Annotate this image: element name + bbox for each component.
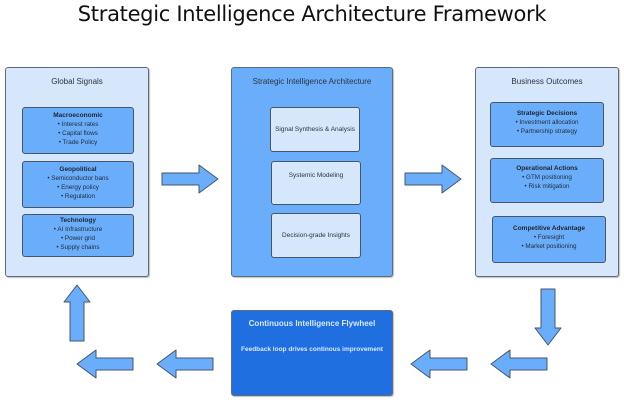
group-title: Geopolitical bbox=[59, 166, 97, 173]
arrow-up-icon bbox=[63, 284, 91, 342]
group-title: Competitive Advantage bbox=[513, 225, 585, 232]
diagram-title: Strategic Intelligence Architecture Fram… bbox=[77, 2, 547, 26]
outcome-group-operational-actions: Operational Actions GTM positioning Risk… bbox=[490, 158, 604, 203]
architecture-title: Strategic Intelligence Architecture bbox=[252, 77, 372, 86]
list-item: Trade Policy bbox=[23, 138, 133, 147]
group-title: Operational Actions bbox=[516, 165, 578, 172]
business-outcomes-panel: Business Outcomes Strategic Decisions In… bbox=[475, 67, 619, 277]
arrow-left-icon bbox=[156, 349, 214, 379]
arrow-left-icon bbox=[490, 349, 548, 379]
list-item: Investment allocation bbox=[491, 118, 603, 127]
list-item: Risk mitigation bbox=[491, 182, 603, 191]
signal-group-macroeconomic: Macroeconomic Interest rates Capital flo… bbox=[22, 107, 134, 154]
list-item: Partnership strategy bbox=[491, 127, 603, 136]
list-item: Energy policy bbox=[23, 183, 133, 192]
arrow-down-icon bbox=[534, 288, 562, 346]
flywheel-description: Feedback loop drives continous improveme… bbox=[241, 346, 383, 353]
arrow-left-icon bbox=[76, 349, 134, 379]
group-title: Macroeconomic bbox=[53, 112, 103, 119]
step-systemic-modeling: Systemic Modeling bbox=[271, 161, 361, 205]
outcome-group-strategic-decisions: Strategic Decisions Investment allocatio… bbox=[490, 102, 604, 147]
list-item: GTM positioning bbox=[491, 173, 603, 182]
architecture-panel: Strategic Intelligence Architecture Sign… bbox=[231, 67, 393, 277]
flywheel-panel: Continuous Intelligence Flywheel Feedbac… bbox=[231, 310, 393, 396]
list-item: Power grid bbox=[23, 234, 133, 243]
step-signal-synthesis: Signal Synthesis & Analysis bbox=[270, 107, 360, 152]
list-item: Semiconductor bans bbox=[23, 174, 133, 183]
group-title: Technology bbox=[60, 217, 96, 224]
list-item: Market positioning bbox=[493, 242, 605, 251]
business-outcomes-title: Business Outcomes bbox=[511, 77, 583, 86]
signal-group-geopolitical: Geopolitical Semiconductor bans Energy p… bbox=[22, 161, 134, 208]
global-signals-title: Global Signals bbox=[51, 77, 103, 86]
list-item: Regulation bbox=[23, 192, 133, 201]
arrow-right-icon bbox=[404, 164, 462, 194]
step-decision-insights: Decision-grade Insights bbox=[271, 213, 361, 258]
list-item: Capital flows bbox=[23, 129, 133, 138]
list-item: Supply chains bbox=[23, 243, 133, 252]
flywheel-title: Continuous Intelligence Flywheel bbox=[248, 319, 376, 328]
outcome-group-competitive-advantage: Competitive Advantage Foresight Market p… bbox=[492, 216, 606, 263]
global-signals-panel: Global Signals Macroeconomic Interest ra… bbox=[5, 67, 149, 277]
list-item: Foresight bbox=[493, 233, 605, 242]
group-title: Strategic Decisions bbox=[516, 110, 578, 117]
arrow-left-icon bbox=[410, 349, 468, 379]
list-item: Interest rates bbox=[23, 120, 133, 129]
signal-group-technology: Technology AI Infrastructure Power grid … bbox=[22, 214, 134, 257]
arrow-right-icon bbox=[161, 164, 219, 194]
list-item: AI Infrastructure bbox=[23, 225, 133, 234]
